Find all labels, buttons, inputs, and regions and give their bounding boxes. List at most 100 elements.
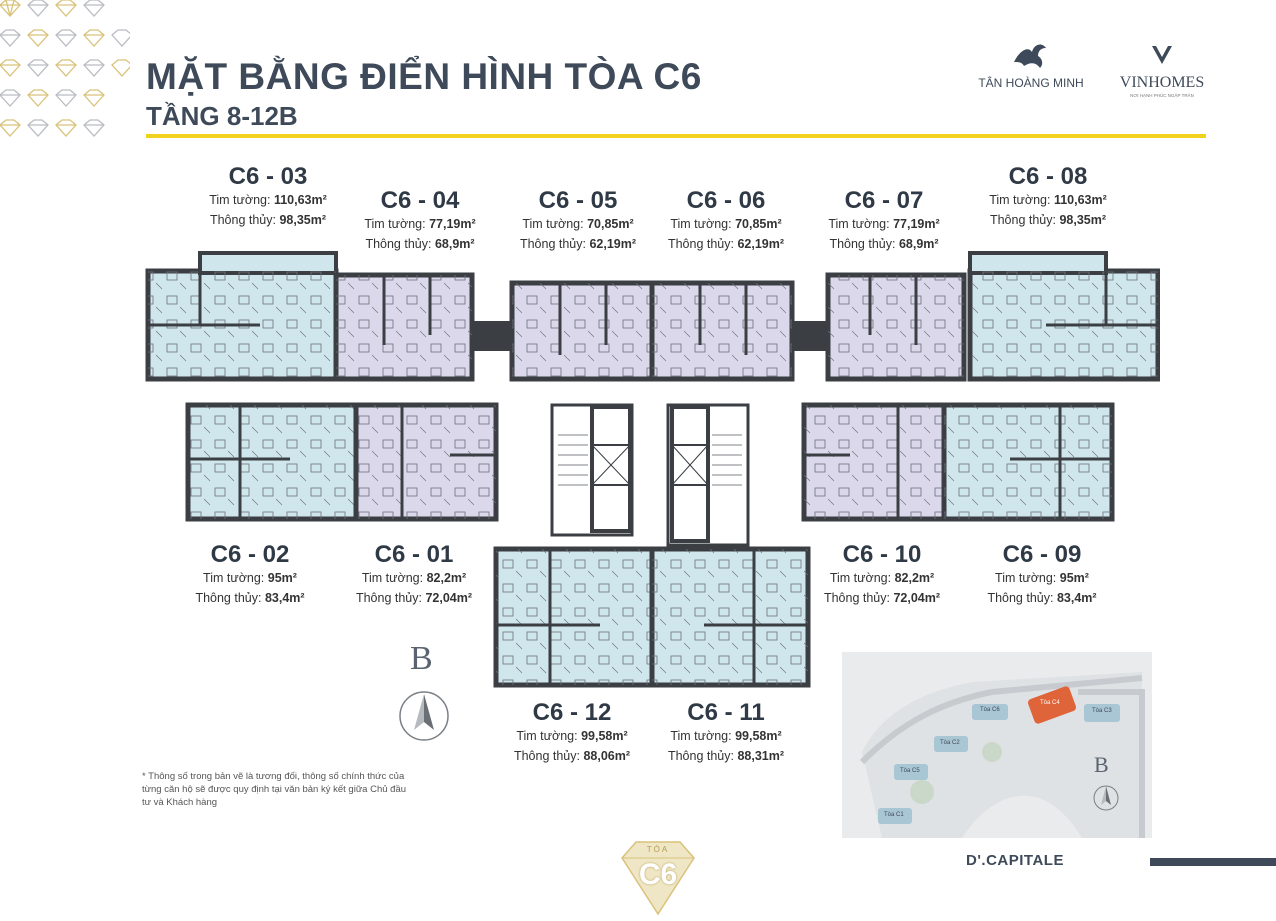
net-area-value: 62,19m² [737, 237, 785, 251]
unit-c6-07-plan [825, 272, 967, 382]
net-area-value: 98,35m² [279, 213, 327, 227]
unit-c6-10-plan [801, 402, 947, 522]
floor-plan [145, 251, 1160, 688]
badge-main-text: C6 [638, 858, 678, 891]
unit-label-c6-05: C6 - 05 Tim tường: 70,85m² Thông thủy: 6… [508, 188, 648, 254]
unit-c6-12-plan [493, 546, 655, 688]
unit-label-c6-06: C6 - 06 Tim tường: 70,85m² Thông thủy: 6… [656, 188, 796, 254]
unit-label-c6-08: C6 - 08 Tim tường: 110,63m² Thông thủy: … [978, 164, 1118, 230]
net-area-value: 88,31m² [737, 749, 785, 763]
vinhomes-v-icon [1152, 46, 1172, 64]
wall-area-value: 82,2m² [894, 571, 935, 585]
site-tower-c4-label: Tòa C4 [1040, 700, 1060, 706]
vinhomes-text: VINHOMES [1119, 74, 1205, 91]
title-underline [146, 134, 1206, 138]
net-area-label: Thông thủy: [987, 591, 1054, 605]
wall-area-label: Tim tường: [989, 193, 1051, 207]
wall-area-label: Tim tường: [209, 193, 271, 207]
unit-label-c6-10: C6 - 10 Tim tường: 82,2m² Thông thủy: 72… [812, 542, 952, 608]
net-area-label: Thông thủy: [519, 237, 586, 251]
site-map: Tòa C6 Tòa C4 Tòa C3 Tòa C2 Tòa C1 Tòa C… [842, 652, 1152, 838]
net-area-label: Thông thủy: [355, 591, 422, 605]
net-area-label: Thông thủy: [823, 591, 890, 605]
net-area-value: 68,9m² [898, 237, 939, 251]
net-area-label: Thông thủy: [195, 591, 262, 605]
unit-label-c6-09: C6 - 09 Tim tường: 95m² Thông thủy: 83,4… [972, 542, 1112, 608]
unit-code: C6 - 10 [842, 541, 922, 568]
unit-c6-01-plan [353, 402, 499, 522]
wall-area-value: 95m² [267, 571, 297, 585]
dcapitale-logo: D'.CAPITALE [966, 852, 1064, 869]
wall-area-value: 70,85m² [735, 217, 782, 231]
wall-area-value: 99,58m² [735, 729, 782, 743]
net-area-value: 83,4m² [1056, 591, 1097, 605]
net-area-value: 72,04m² [893, 591, 941, 605]
wall-area-label: Tim tường: [361, 571, 424, 585]
site-tower-c1-label: Tòa C1 [884, 812, 904, 818]
site-tower-c6-label: Tòa C6 [980, 707, 1000, 713]
unit-c6-04-plan [333, 272, 475, 382]
net-area-value: 68,9m² [434, 237, 475, 251]
tan-hoang-minh-logo: TÂN HOÀNG MINH [966, 40, 1096, 96]
unit-code: C6 - 09 [1002, 541, 1082, 568]
net-area-label: Thông thủy: [829, 237, 896, 251]
net-area-value: 62,19m² [589, 237, 637, 251]
tan-hoang-minh-text: TÂN HOÀNG MINH [978, 76, 1084, 90]
diamond-pattern-decoration [0, 0, 130, 137]
unit-code: C6 - 03 [228, 163, 308, 190]
unit-c6-02-plan [185, 402, 359, 522]
vinhomes-tagline: NƠI HẠNH PHÚC NGẬP TRÀN [1130, 93, 1194, 98]
wall-area-label: Tim tường: [829, 571, 892, 585]
unit-label-c6-02: C6 - 02 Tim tường: 95m² Thông thủy: 83,4… [180, 542, 320, 608]
net-area-label: Thông thủy: [513, 749, 580, 763]
unit-c6-09-plan [941, 402, 1115, 522]
wall-area-label: Tim tường: [522, 217, 584, 231]
wall-area-label: Tim tường: [516, 729, 578, 743]
wall-area-value: 70,85m² [587, 217, 634, 231]
unit-code: C6 - 05 [538, 187, 618, 214]
wall-area-value: 95m² [1059, 571, 1089, 585]
diamond-badge-icon [621, 841, 695, 916]
unit-code: C6 - 11 [687, 699, 765, 726]
net-area-value: 88,06m² [583, 749, 631, 763]
compass-letter: B [410, 640, 433, 677]
wall-area-value: 77,19m² [893, 217, 940, 231]
unit-c6-06-plan [649, 280, 795, 382]
wall-area-value: 77,19m² [429, 217, 476, 231]
wall-area-label: Tim tường: [203, 571, 265, 585]
wall-area-value: 82,2m² [426, 571, 467, 585]
wall-area-label: Tim tường: [995, 571, 1057, 585]
site-tower-c2-label: Tòa C2 [940, 740, 960, 746]
net-area-label: Thông thủy: [365, 237, 432, 251]
site-map-compass-letter: B [1094, 752, 1109, 777]
page-title: MẶT BẰNG ĐIỂN HÌNH TÒA C6 [146, 56, 702, 97]
wall-area-label: Tim tường: [828, 217, 890, 231]
site-map-north-arrow-icon [1093, 785, 1119, 811]
disclaimer-note: * Thông số trong bản vẽ là tương đối, th… [142, 771, 407, 808]
wall-area-value: 110,63m² [1053, 193, 1107, 207]
unit-label-c6-11: C6 - 11 Tim tường: 99,58m² Thông thủy: 8… [656, 700, 796, 766]
unit-c6-05-plan [509, 280, 655, 382]
page-subtitle: TẦNG 8-12B [146, 101, 298, 131]
unit-code: C6 - 02 [210, 541, 290, 568]
unit-label-c6-07: C6 - 07 Tim tường: 77,19m² Thông thủy: 6… [814, 188, 954, 254]
building-core [550, 403, 750, 547]
footer-bar [1150, 858, 1276, 866]
badge-top-text: TÒA [646, 845, 670, 854]
net-area-label: Thông thủy: [667, 237, 734, 251]
net-area-label: Thông thủy: [667, 749, 734, 763]
unit-code: C6 - 08 [1008, 163, 1088, 190]
unit-code: C6 - 12 [532, 699, 612, 726]
phoenix-icon [1014, 44, 1046, 68]
site-map-drawing [859, 672, 1145, 838]
net-area-value: 83,4m² [264, 591, 305, 605]
unit-code: C6 - 04 [380, 187, 460, 214]
net-area-value: 72,04m² [425, 591, 473, 605]
unit-label-c6-04: C6 - 04 Tim tường: 77,19m² Thông thủy: 6… [350, 188, 490, 254]
vinhomes-logo: VINHOMES NƠI HẠNH PHÚC NGẬP TRÀN [1112, 44, 1212, 100]
net-area-value: 98,35m² [1059, 213, 1107, 227]
unit-c6-03-plan [145, 251, 339, 382]
unit-code: C6 - 06 [686, 187, 766, 214]
tower-c6-badge: TÒA C6 [618, 840, 698, 916]
unit-label-c6-01: C6 - 01 Tim tường: 82,2m² Thông thủy: 72… [344, 542, 484, 608]
